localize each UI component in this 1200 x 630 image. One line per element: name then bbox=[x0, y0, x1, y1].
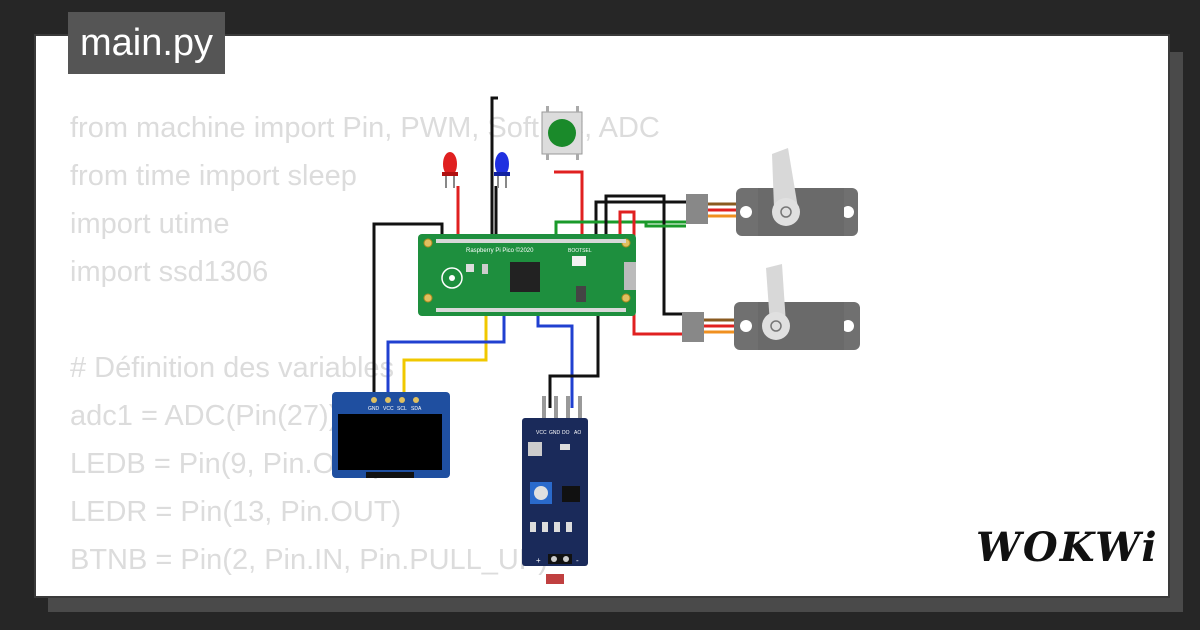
photoresistor bbox=[546, 574, 564, 584]
wire-green bbox=[636, 220, 686, 228]
raspberry-logo-icon bbox=[441, 267, 463, 289]
oled-pin-label: VCC bbox=[383, 406, 394, 412]
light-sensor-module: VCC GND DO AO + - bbox=[522, 396, 588, 584]
board-label: Raspberry Pi Pico ©2020 bbox=[466, 247, 534, 254]
code-line: import ssd1306 bbox=[70, 256, 269, 288]
led-blue bbox=[494, 152, 510, 188]
wire-black bbox=[594, 200, 686, 244]
wire-black bbox=[604, 194, 682, 316]
wire-blue bbox=[536, 314, 574, 408]
sensor-plus-label: + bbox=[536, 556, 541, 565]
oled-pin-label: SCL bbox=[397, 406, 407, 412]
wire-blue bbox=[386, 314, 506, 398]
chip bbox=[510, 262, 540, 292]
wire-black bbox=[548, 314, 600, 408]
bootsel-button bbox=[572, 256, 586, 266]
sensor-pin-label: AO bbox=[574, 430, 581, 436]
button-cap bbox=[548, 119, 576, 147]
code-preview: from machine import Pin, PWM, SoftI2C, A… bbox=[70, 104, 660, 584]
servo-motor bbox=[682, 264, 860, 350]
sensor-pin-label: DO bbox=[562, 430, 570, 436]
led-red bbox=[442, 152, 458, 188]
sensor-pin-label: VCC bbox=[536, 430, 547, 436]
sensor-pin-label: GND bbox=[549, 430, 561, 436]
servo-motor bbox=[686, 148, 858, 236]
code-line: LEDR = Pin(13, Pin.OUT) bbox=[70, 496, 402, 528]
code-line: from time import sleep bbox=[70, 160, 357, 192]
bootsel-label: BOOTSEL bbox=[568, 248, 592, 254]
project-preview-card[interactable]: from machine import Pin, PWM, SoftI2C, A… bbox=[34, 34, 1170, 598]
wire-red bbox=[554, 170, 584, 244]
pico-board: Raspberry Pi Pico ©2020 BOOTSEL bbox=[418, 234, 636, 316]
usb-port bbox=[624, 262, 636, 290]
code-line: BTNB = Pin(2, Pin.IN, Pin.PULL_UP) bbox=[70, 544, 548, 576]
oled-pin-label: GND bbox=[368, 406, 380, 412]
file-tab[interactable]: main.py bbox=[68, 12, 226, 74]
oled-display: GND VCC SCL SDA bbox=[332, 392, 450, 478]
circuit-diagram: Raspberry Pi Pico ©2020 BOOTSEL bbox=[332, 96, 860, 584]
code-line: import utime bbox=[70, 208, 230, 240]
wokwi-logo: WOKWi bbox=[976, 524, 1159, 571]
code-line: adc1 = ADC(Pin(27)) bbox=[70, 400, 339, 432]
wire-black bbox=[490, 96, 498, 244]
wire-yellow bbox=[402, 314, 488, 398]
sensor-minus-label: - bbox=[576, 556, 579, 565]
code-line: from machine import Pin, PWM, SoftI2C, A… bbox=[70, 112, 660, 144]
wire-red bbox=[618, 210, 682, 336]
oled-pin-label: SDA bbox=[411, 406, 422, 412]
push-button bbox=[541, 106, 583, 160]
